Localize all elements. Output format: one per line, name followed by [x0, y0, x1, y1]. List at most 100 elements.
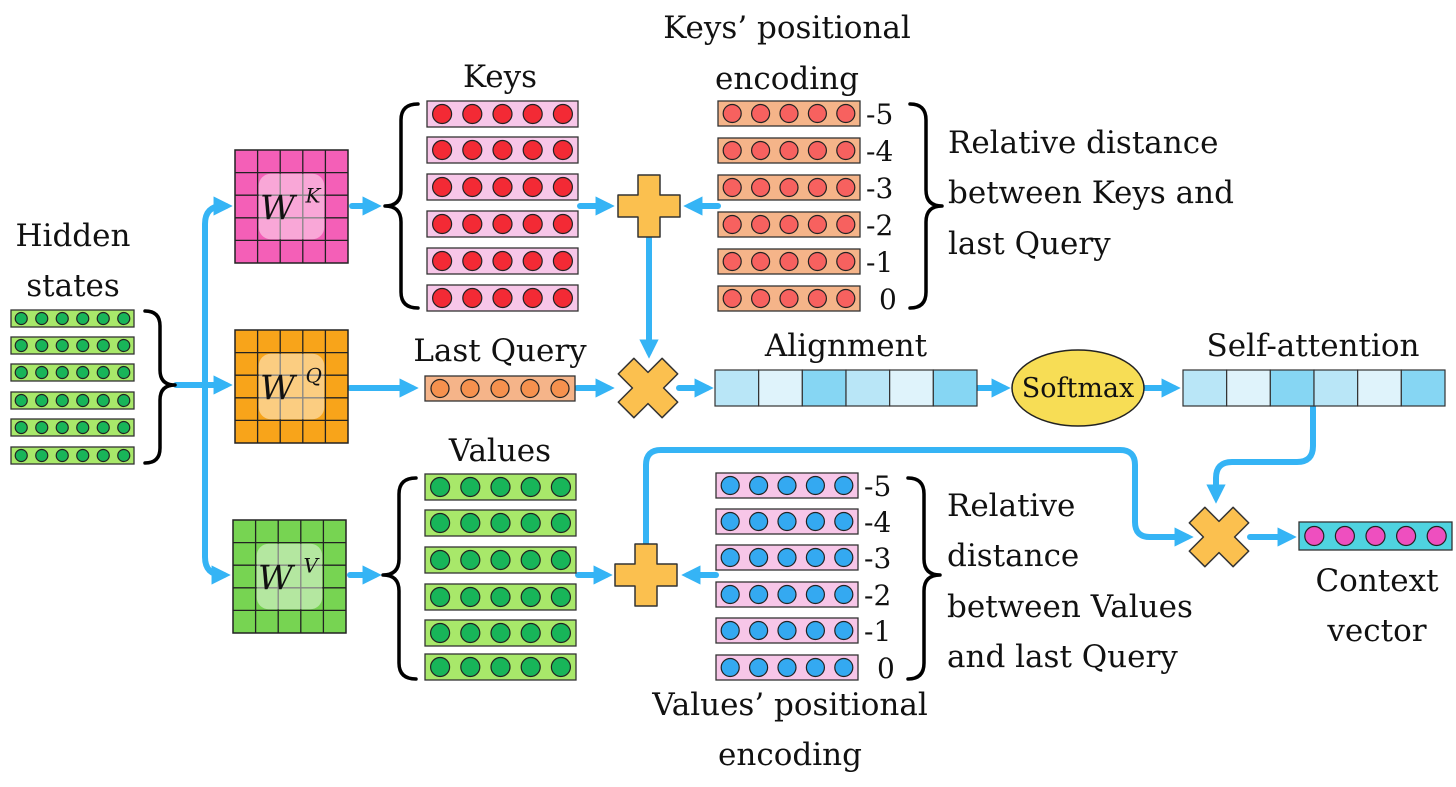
value-vector-dot: [490, 512, 511, 534]
value-vector-dot: [550, 586, 572, 608]
key-vector: [426, 284, 579, 312]
alignment-vector-cell: [845, 369, 891, 407]
keys-positional-encoding-vectors: [717, 100, 861, 312]
value-vector: [424, 653, 577, 681]
keys-pos-label-line1: Keys’ positional: [663, 10, 911, 46]
key-positional-vector-dot: [807, 103, 828, 124]
value-positional-vector-dot: [834, 511, 854, 532]
value-vector-dot: [460, 586, 481, 608]
value-distance: -2: [864, 579, 891, 612]
value-positional-vector-dot: [805, 620, 826, 641]
key-vector-dot: [462, 103, 483, 125]
key-vector-dot: [462, 287, 483, 309]
key-positional-vector: [717, 174, 861, 201]
matrix-wq-body: [234, 329, 349, 444]
hidden-state-vector: [10, 363, 135, 382]
hidden-state-vector-cell: [10, 309, 135, 328]
value-vector-dot: [520, 476, 541, 498]
key-vector-dot: [552, 213, 574, 235]
hidden-state-vector-cell: [10, 418, 135, 437]
key-positional-vector-dot: [722, 103, 742, 124]
plus-icon: [617, 174, 681, 238]
hidden-state-vector-dot: [35, 420, 49, 435]
query-vector-dot: [490, 378, 510, 399]
key-vector: [426, 210, 579, 238]
value-positional-vector: [715, 472, 859, 499]
matrix-wv-highlight: [256, 543, 323, 610]
self-attention-vector-cell: [1269, 369, 1315, 407]
key-positional-vector-dot: [750, 103, 771, 124]
key-positional-vector-dot: [836, 140, 856, 161]
value-positional-vector: [715, 581, 859, 608]
key-vector-dot: [432, 213, 453, 235]
value-distance: -4: [864, 506, 891, 539]
key-positional-vector-dot: [807, 140, 828, 161]
key-positional-vector-dot: [750, 288, 771, 309]
hidden-state-vector-dot: [35, 338, 49, 353]
key-vector: [426, 136, 579, 164]
value-positional-vector-dot: [720, 547, 740, 568]
value-vector-dot: [430, 476, 451, 498]
value-vector-dot: [430, 549, 451, 571]
key-positional-vector-dot: [836, 103, 856, 124]
hidden-state-vector-dot: [76, 338, 90, 353]
value-vector-dot: [550, 549, 572, 571]
rel-values-label-line1: Relative: [947, 488, 1075, 524]
value-vector-dot: [550, 656, 572, 678]
key-vector-dot: [492, 250, 513, 272]
hidden-state-vector-dot: [96, 448, 110, 463]
alignment-vector: [714, 369, 978, 407]
hidden-state-vector-dot: [76, 311, 90, 326]
hidden-state-vector-cell: [10, 336, 135, 355]
keys-plus-operator: [617, 174, 681, 238]
key-positional-vector-dot: [807, 288, 828, 309]
value-positional-vector-dot: [805, 547, 826, 568]
hidden-states-brace: [143, 309, 177, 465]
key-vector-dot: [522, 213, 543, 235]
key-positional-vector-dot: [722, 177, 742, 198]
hidden-state-vector-dot: [35, 448, 49, 463]
key-positional-vector: [717, 285, 861, 312]
hidden-state-vector: [10, 446, 135, 465]
key-vector-dot: [492, 213, 513, 235]
rel-keys-label-line3: last Query: [948, 226, 1111, 262]
hidden-state-vector-dot: [14, 448, 28, 463]
value-vector-dot: [460, 512, 481, 534]
rel-keys-label-line1: Relative distance: [948, 125, 1218, 161]
value-vector: [424, 619, 577, 647]
value-positional-vector-dot: [805, 475, 826, 496]
key-vector-dot: [552, 287, 574, 309]
self-attention-vector-cell: [1313, 369, 1359, 407]
key-positional-vector-dot: [750, 140, 771, 161]
hidden-states-vectors: [10, 309, 135, 465]
hidden-state-vector-dot: [55, 311, 69, 326]
value-vector-dot: [460, 549, 481, 571]
key-vector-dot: [432, 250, 453, 272]
value-vector-dot: [430, 512, 451, 534]
value-distance: -3: [864, 542, 891, 575]
key-vector-dot: [462, 250, 483, 272]
value-vector-dot: [430, 656, 451, 678]
key-positional-vector-dot: [807, 177, 828, 198]
hidden-state-vector-dot: [14, 393, 28, 408]
value-vector-dot: [460, 656, 481, 678]
matrix-wq-highlight: [258, 353, 325, 420]
alignment-vector-cell: [889, 369, 934, 407]
value-vector-dot: [550, 512, 572, 534]
value-positional-vector-dot: [805, 657, 826, 678]
query-vector-dot: [520, 378, 540, 399]
times-icon: [1188, 506, 1250, 568]
matrix-wv-body: [232, 519, 347, 634]
query-vector-dot: [460, 378, 480, 399]
key-vector-dot: [432, 287, 453, 309]
context-vector-cells-dot: [1365, 525, 1386, 547]
key-distance: -4: [866, 135, 893, 168]
key-positional-vector: [717, 137, 861, 164]
alignment-vector-cell: [758, 369, 803, 407]
hidden-state-vector-dot: [55, 420, 69, 435]
key-positional-vector-dot: [779, 288, 799, 309]
key-vector-dot: [492, 103, 513, 125]
key-vector-dot: [432, 103, 453, 125]
rel-values-label-line4: and last Query: [947, 639, 1178, 675]
